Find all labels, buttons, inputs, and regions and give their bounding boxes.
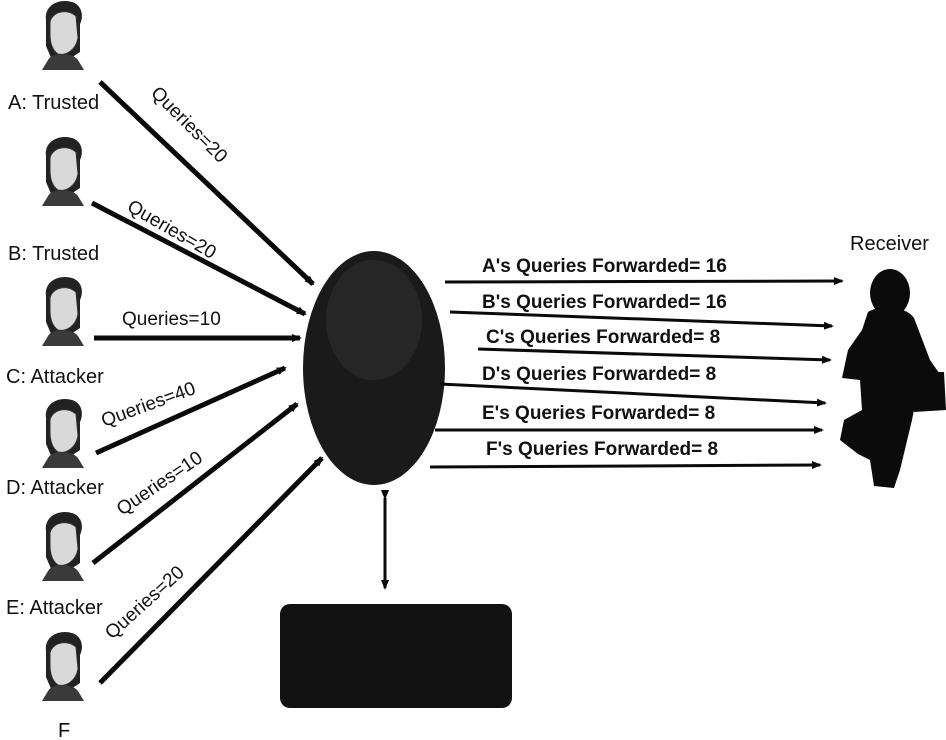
receiver-figure-icon bbox=[840, 269, 946, 488]
forwarded-label-b: B's Queries Forwarded= 16 bbox=[482, 292, 727, 313]
arrow-e-to-hub bbox=[91, 402, 299, 565]
queries-label-a: Queries=20 bbox=[146, 83, 231, 168]
forwarded-label-e: E's Queries Forwarded= 8 bbox=[482, 403, 715, 424]
source-label-d: D: Attacker bbox=[6, 477, 104, 499]
queries-label-d: Queries=40 bbox=[99, 378, 199, 432]
receiver-label: Receiver bbox=[850, 233, 929, 255]
forwarded-label-f: F's Queries Forwarded= 8 bbox=[486, 439, 718, 460]
forward-arrow-c bbox=[477, 347, 832, 364]
queries-label-b: Queries=20 bbox=[124, 196, 220, 264]
queries-label-c: Queries=10 bbox=[122, 309, 221, 330]
forward-arrow-b bbox=[449, 310, 834, 330]
arrow-d-to-hub bbox=[94, 365, 287, 456]
source-label-f: F bbox=[58, 720, 70, 740]
arrow-b-to-hub bbox=[90, 200, 307, 317]
forwarded-label-c: C's Queries Forwarded= 8 bbox=[486, 327, 720, 348]
source-label-b: B: Trusted bbox=[8, 243, 99, 265]
source-label-a: A: Trusted bbox=[8, 92, 99, 114]
forward-arrow-f bbox=[429, 461, 822, 470]
source-label-c: C: Attacker bbox=[6, 366, 104, 388]
forwarded-label-d: D's Queries Forwarded= 8 bbox=[482, 364, 716, 385]
person-b-icon bbox=[41, 136, 85, 207]
arrow-f-to-hub bbox=[98, 456, 324, 685]
forward-arrow-d bbox=[439, 382, 827, 407]
person-c-icon bbox=[41, 276, 85, 347]
source-label-e: E: Attacker bbox=[6, 597, 103, 619]
forwarded-label-a: A's Queries Forwarded= 16 bbox=[482, 256, 727, 277]
person-d-icon bbox=[41, 398, 85, 469]
person-f-icon bbox=[41, 631, 85, 702]
person-e-icon bbox=[41, 511, 85, 582]
person-a-icon bbox=[41, 0, 85, 71]
arrow-a-to-hub bbox=[98, 80, 315, 286]
bottom-box bbox=[280, 604, 512, 708]
forward-arrow-a bbox=[444, 277, 844, 286]
